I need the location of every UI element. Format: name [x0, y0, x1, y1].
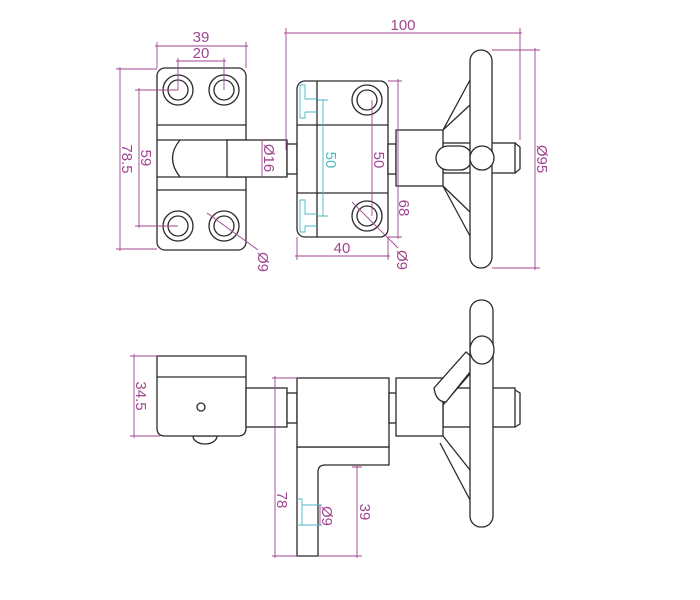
dim-d16: Ø16: [260, 144, 277, 172]
side-collar: [395, 377, 444, 437]
side-middle-block: [296, 377, 390, 448]
dim-100: 100: [390, 17, 415, 34]
dim-hole-d9-mid: Ø9: [393, 250, 410, 270]
dim-side-d9: Ø9: [318, 506, 335, 526]
dim-34-5: 34.5: [132, 381, 149, 410]
collar: [395, 129, 444, 187]
t-slots: [299, 84, 317, 233]
dim-d95: Ø95: [533, 145, 550, 173]
dim-59: 59: [137, 150, 154, 167]
handwheel: [442, 49, 495, 269]
dim-68: 68: [395, 200, 412, 217]
dim-39: 39: [356, 504, 373, 521]
l-bracket: [296, 446, 390, 557]
dim-mid-50: 50: [370, 152, 387, 169]
dim-39: 39: [193, 29, 210, 46]
dim-20: 20: [193, 45, 210, 62]
dim-hole-d9-left: Ø9: [254, 252, 271, 272]
dim-40: 40: [334, 240, 351, 257]
side-view: 34.5 78 39 Ø9: [130, 299, 521, 558]
dim-78: 78: [273, 492, 290, 509]
side-handwheel: [433, 299, 495, 528]
dim-78-5: 78.5: [118, 144, 135, 173]
dim-slot-50: 50: [322, 152, 339, 169]
top-view: 100 39 20 78.5 59 Ø16 50 50 68 40 Ø9 Ø9 …: [116, 17, 550, 272]
side-left-block: [156, 355, 247, 437]
side-dimensions: 34.5 78 39 Ø9: [130, 354, 373, 558]
plunger-shaft: [226, 139, 288, 178]
top-dimensions: 100 39 20 78.5 59 Ø16 50 50 68 40 Ø9 Ø9 …: [116, 17, 550, 272]
